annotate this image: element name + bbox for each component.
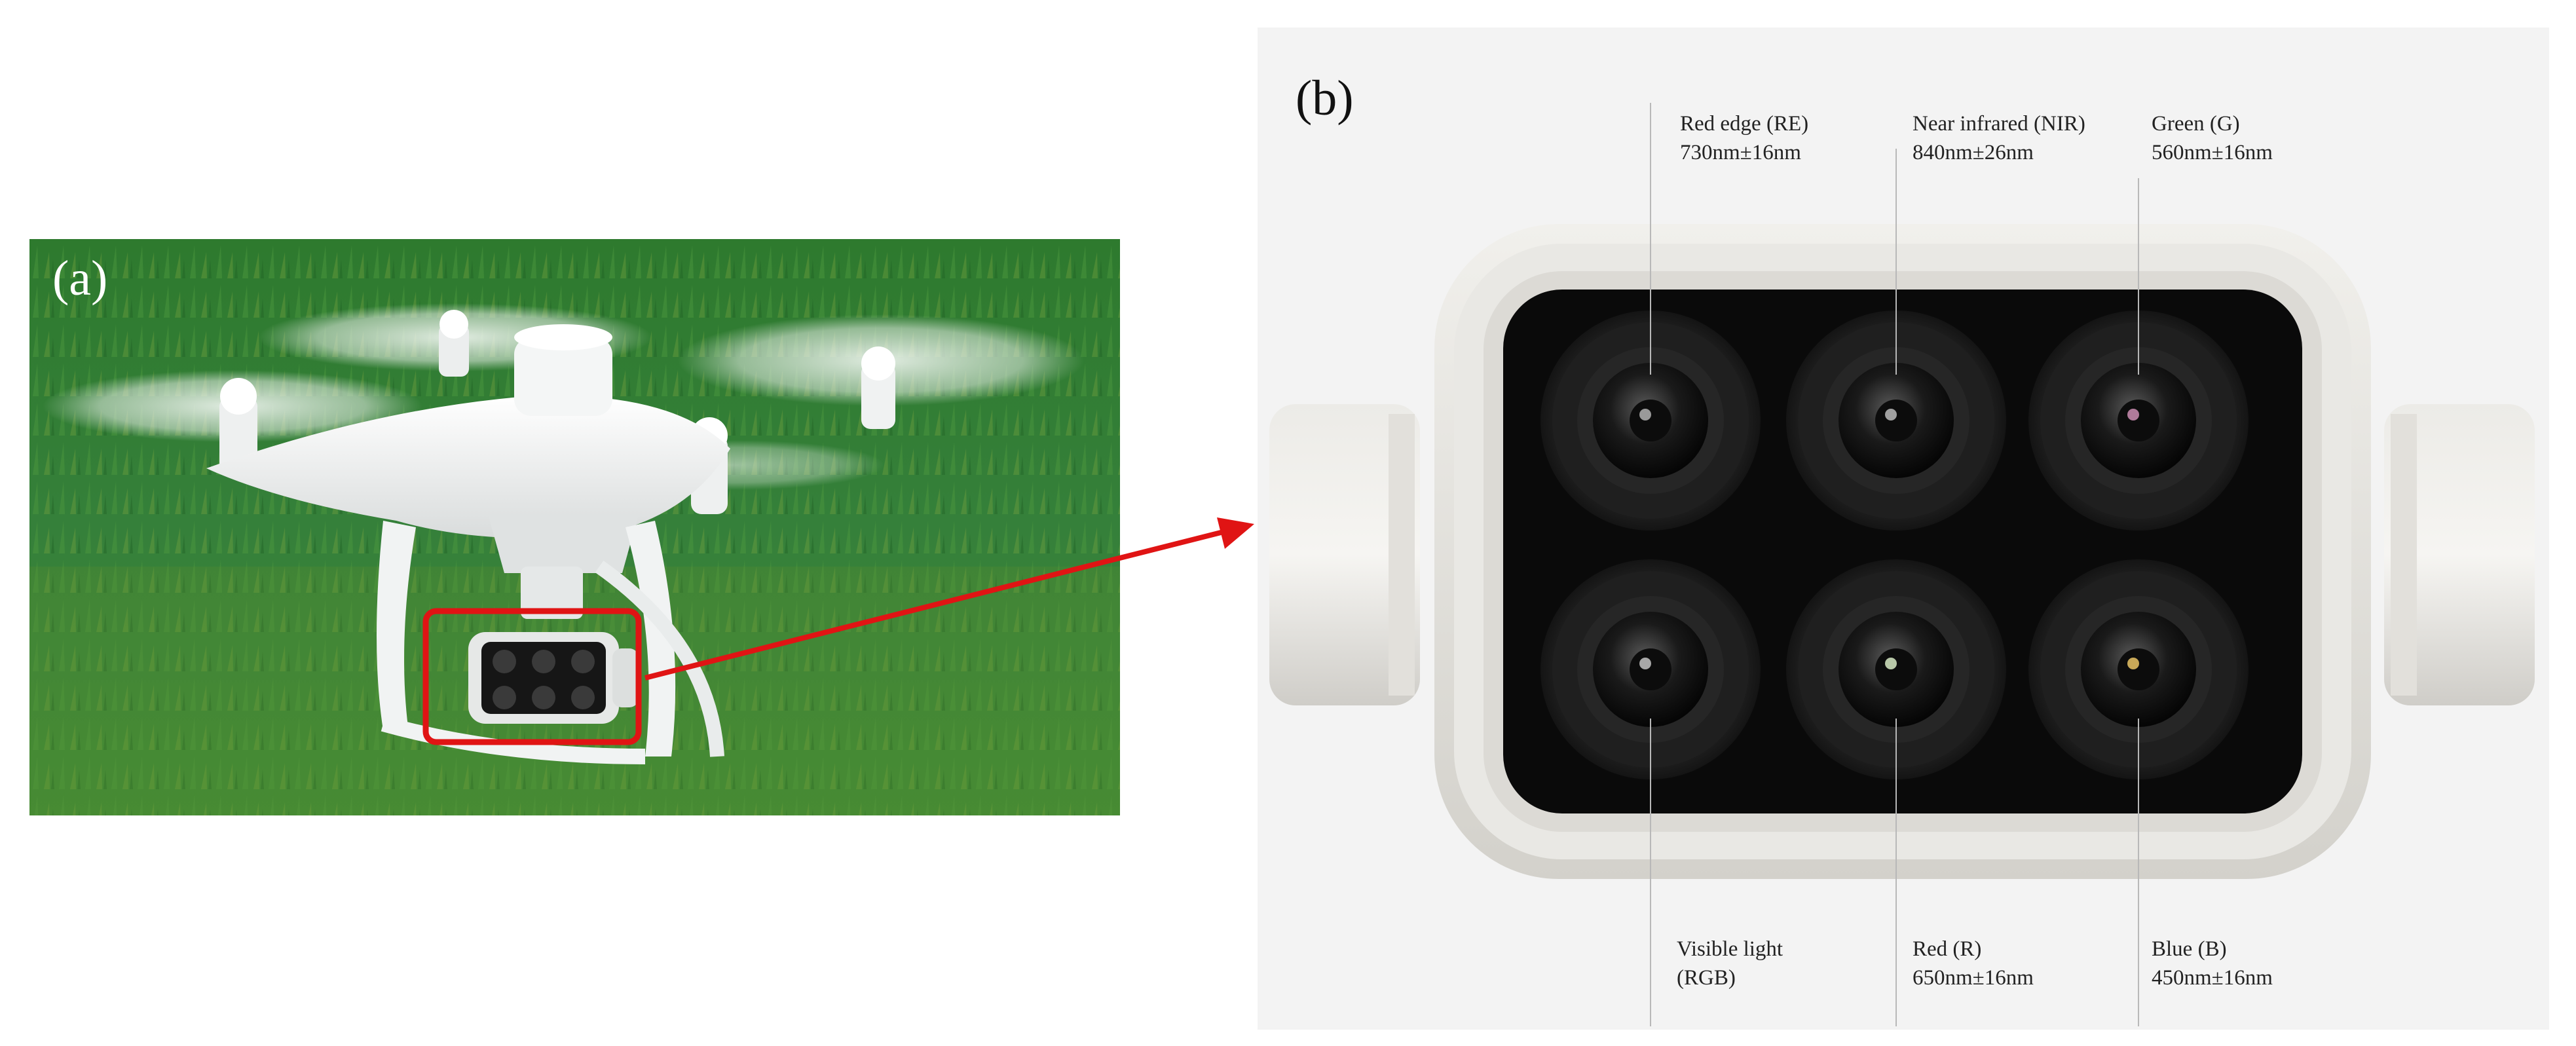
leader-line-rgb: [1650, 719, 1651, 1026]
drone-photo: [29, 239, 1120, 815]
band-wavelength: 650nm±16nm: [1913, 966, 2034, 990]
band-label-rgb: Visible light (RGB): [1677, 935, 1783, 992]
band-name: Green (G): [2152, 112, 2240, 136]
lens-array: [1540, 310, 2249, 779]
band-label-green: Green (G) 560nm±16nm: [2152, 109, 2273, 167]
drone-photo-panel: (a): [29, 239, 1120, 815]
camera-closeup-panel: (b) Red edge (RE) 730nm±16nm Near infrar…: [1258, 28, 2549, 1030]
band-wavelength: 840nm±26nm: [1913, 141, 2034, 164]
band-label-red: Red (R) 650nm±16nm: [1913, 935, 2034, 992]
band-label-blue: Blue (B) 450nm±16nm: [2152, 935, 2273, 992]
leader-line-re: [1650, 103, 1651, 375]
band-name: Near infrared (NIR): [1913, 112, 2085, 136]
leader-line-green: [2138, 178, 2139, 375]
multispectral-camera: [1269, 224, 2535, 879]
leader-line-nir: [1895, 149, 1897, 375]
band-name: Visible light: [1677, 937, 1783, 961]
panel-a-label: (a): [52, 251, 108, 306]
band-label-nir: Near infrared (NIR) 840nm±26nm: [1913, 109, 2085, 167]
band-label-re: Red edge (RE) 730nm±16nm: [1680, 109, 1808, 167]
band-wavelength: 450nm±16nm: [2152, 966, 2273, 990]
leader-line-blue: [2138, 719, 2139, 1026]
band-wavelength: 560nm±16nm: [2152, 141, 2273, 164]
band-wavelength: (RGB): [1677, 966, 1736, 990]
arrow-head-icon: [1217, 517, 1254, 549]
band-wavelength: 730nm±16nm: [1680, 141, 1801, 164]
band-name: Red (R): [1913, 937, 1982, 961]
camera-highlight-box: [422, 608, 642, 745]
band-name: Red edge (RE): [1680, 112, 1809, 136]
leader-line-red: [1895, 719, 1897, 1026]
band-name: Blue (B): [2152, 937, 2227, 961]
panel-b-label: (b): [1296, 71, 1354, 126]
